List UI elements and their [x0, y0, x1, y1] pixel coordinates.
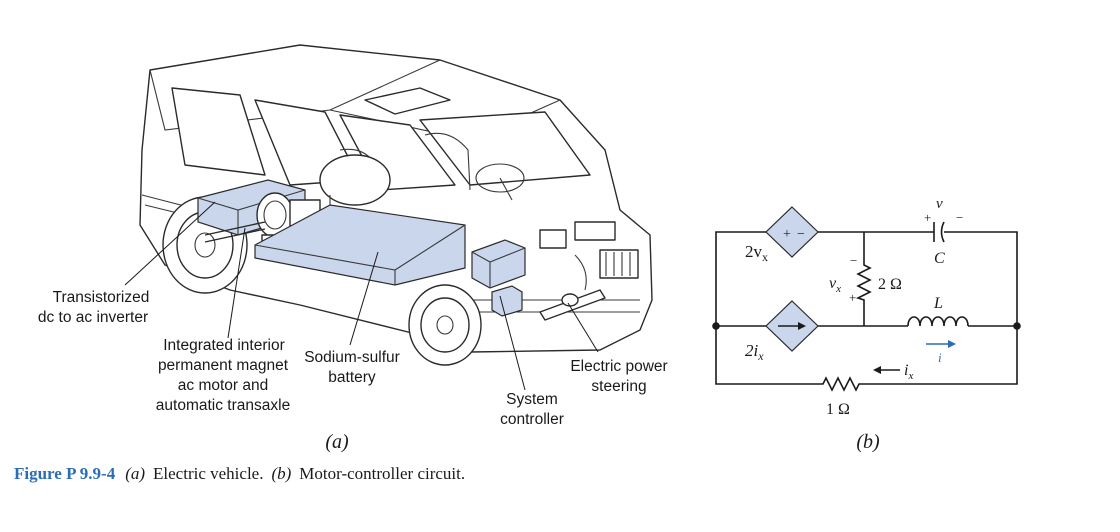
electric-vehicle-illustration: [124, 44, 653, 391]
svg-text:−: −: [797, 227, 805, 242]
capacitor: [933, 221, 945, 243]
caption-figure-label: Figure P 9.9-4: [14, 464, 116, 483]
callout-battery: Sodium-sulfur battery: [304, 349, 400, 386]
battery-slab: [254, 204, 466, 286]
callout-inverter-line1: Transistorized: [53, 289, 150, 306]
dependent-voltage-source: + −: [765, 206, 819, 258]
inductor-label: L: [933, 295, 943, 312]
callout-controller-line2: controller: [500, 411, 564, 428]
figure-caption: Figure P 9.9-4 (a) Electric vehicle. (b)…: [14, 464, 465, 483]
svg-text:+: +: [924, 210, 931, 225]
callout-controller: System controller: [500, 391, 564, 428]
callout-inverter-line2: dc to ac inverter: [38, 309, 148, 326]
callout-motor-line4: automatic transaxle: [156, 397, 290, 414]
callout-motor-line1: Integrated interior: [163, 337, 285, 354]
side-window-rear: [171, 87, 266, 176]
current-i-label: i: [938, 350, 942, 365]
wire-top-left: [715, 231, 820, 385]
callout-steering: Electric power steering: [570, 358, 667, 395]
sunroof: [364, 87, 451, 115]
headlight: [574, 221, 616, 241]
resistor-2ohm-label: 2 Ω: [878, 276, 902, 293]
motor-transaxle: [204, 154, 391, 245]
resistor-2ohm: [855, 262, 872, 302]
panel-b-label: (b): [856, 431, 880, 453]
vsource-label: 2vx: [745, 242, 768, 264]
callout-steering-line2: steering: [591, 378, 646, 395]
callout-controller-line1: System: [506, 391, 558, 408]
capacitor-label: C: [934, 250, 945, 267]
power-steering: [539, 254, 606, 321]
callout-motor-line2: permanent magnet: [158, 357, 289, 374]
wire-top-right: [862, 231, 1018, 385]
resistor-1ohm-label: 1 Ω: [826, 401, 850, 418]
dependent-current-source: [765, 300, 819, 352]
panel-a-label: (a): [325, 431, 349, 453]
system-controller: [471, 229, 567, 317]
inductor: [907, 316, 969, 327]
callout-motor-line3: ac motor and: [178, 377, 268, 394]
current-source-arrow-icon: [798, 322, 806, 330]
csource-label: 2ix: [745, 341, 764, 363]
callout-motor: Integrated interior permanent magnet ac …: [156, 337, 290, 414]
leader-steering: [567, 302, 599, 353]
svg-text:+: +: [849, 290, 856, 305]
front-wheel: [408, 284, 482, 366]
cap-voltage-label: v: [936, 196, 943, 212]
vx-label: vx: [829, 275, 841, 295]
resistor-1ohm: [820, 376, 862, 392]
leader-motor: [227, 227, 246, 339]
motor-controller-circuit: + − 2vx 2ix 2 Ω − + vx + − v C L i: [712, 196, 1021, 418]
leader-controller: [499, 295, 526, 391]
callout-inverter: Transistorized dc to ac inverter: [38, 289, 150, 326]
node-right: [1013, 322, 1021, 330]
callout-battery-line1: Sodium-sulfur: [304, 349, 400, 366]
svg-text:−: −: [850, 253, 857, 268]
callout-battery-line2: battery: [328, 369, 376, 386]
node-left: [712, 322, 720, 330]
steering-wheel: [475, 163, 525, 193]
svg-text:+: +: [783, 227, 791, 242]
leader-inverter: [124, 201, 216, 286]
svg-text:−: −: [956, 210, 963, 225]
windshield: [419, 111, 591, 186]
leader-battery: [349, 251, 379, 346]
ix-label: ix: [904, 362, 913, 382]
callout-steering-line1: Electric power: [570, 358, 667, 375]
seat: [424, 132, 471, 191]
